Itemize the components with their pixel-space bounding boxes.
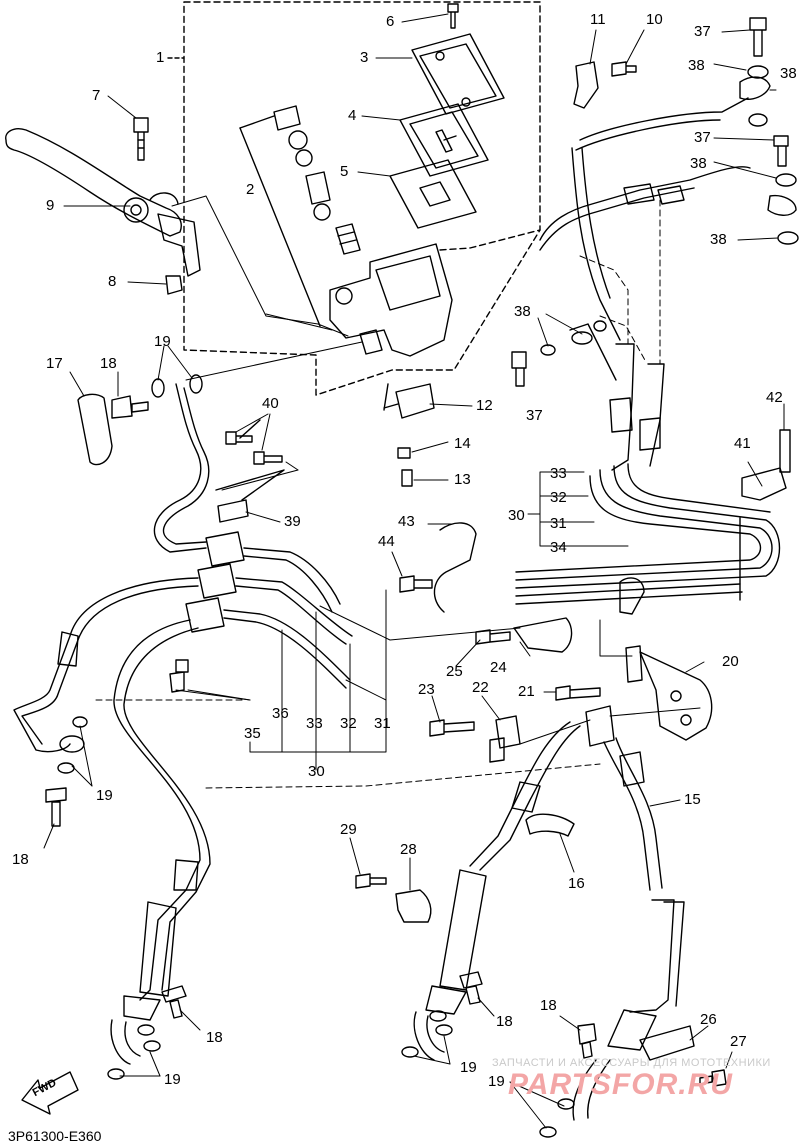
callout-22: 22 (472, 679, 489, 696)
callout-18-right: 18 (540, 997, 557, 1014)
clamp-43 (433, 522, 477, 613)
diaphragm (389, 159, 477, 229)
callout-19-caliper-left: 19 (164, 1071, 181, 1088)
callout-37-mid: 37 (694, 129, 711, 146)
master-cylinder-body (329, 243, 453, 357)
callout-19-top: 19 (154, 333, 171, 350)
callout-20: 20 (722, 653, 739, 670)
callout-14: 14 (454, 435, 471, 452)
callout-33-right: 33 (550, 465, 567, 482)
callout-37-low: 37 (526, 407, 543, 424)
bracket-20 (639, 651, 713, 741)
callout-21: 21 (518, 683, 535, 700)
callout-8: 8 (108, 273, 117, 290)
callout-19-right: 19 (488, 1073, 505, 1090)
callout-32-right: 32 (550, 489, 567, 506)
callout-9: 9 (46, 197, 55, 214)
callout-10: 10 (646, 11, 663, 28)
callout-38-d: 38 (710, 231, 727, 248)
bracket-11 (573, 61, 599, 109)
callout-4: 4 (348, 107, 357, 124)
watermark-caption: ЗАПЧАСТИ И АКСЕССУАРЫ ДЛЯ МОТОТЕХНИКИ (492, 1057, 771, 1069)
callout-31-right: 31 (550, 515, 567, 532)
callout-19-middle: 19 (460, 1059, 477, 1076)
callout-41: 41 (734, 435, 751, 452)
bracket-39 (217, 499, 249, 523)
callout-36: 36 (272, 705, 289, 722)
callout-40: 40 (262, 395, 279, 412)
callout-18-left: 18 (12, 851, 29, 868)
callout-19-left: 19 (96, 787, 113, 804)
callout-11: 11 (590, 11, 606, 28)
reservoir-cap (411, 33, 505, 115)
master-cylinder-group-outline (183, 1, 541, 396)
callout-43: 43 (398, 513, 415, 530)
callout-44: 44 (378, 533, 395, 550)
hose-15 (603, 741, 651, 891)
callout-6: 6 (386, 13, 395, 30)
diagram-code: 3P61300-E360 (8, 1128, 102, 1144)
piston-kit (273, 105, 361, 255)
hose-left-caliper (113, 619, 201, 1001)
callout-24: 24 (490, 659, 507, 676)
callout-37-top: 37 (694, 23, 711, 40)
leader-lines (43, 13, 785, 1129)
callout-1: 1 (156, 49, 165, 66)
callout-18-caliper-left: 18 (206, 1029, 223, 1046)
callout-2: 2 (246, 181, 255, 198)
brake-pipe-bundle (515, 469, 773, 581)
callout-29: 29 (340, 821, 357, 838)
callout-3: 3 (360, 49, 369, 66)
watermark-logo: PARTSFOR.RU (508, 1068, 733, 1101)
callout-33-lower: 33 (306, 715, 323, 732)
fwd-arrow-icon (21, 1071, 79, 1115)
callout-42: 42 (766, 389, 783, 406)
callout-23: 23 (418, 681, 435, 698)
clip-22 (495, 715, 521, 749)
callout-28: 28 (400, 841, 417, 858)
callout-38-c: 38 (690, 155, 707, 172)
callout-18-top: 18 (100, 355, 117, 372)
callout-30-right: 30 (508, 507, 525, 524)
callout-35: 35 (244, 725, 261, 742)
callout-38-b: 38 (780, 65, 797, 82)
callout-15: 15 (684, 791, 701, 808)
callout-13: 13 (454, 471, 471, 488)
hose-upper-right (539, 166, 751, 241)
clamp-16 (525, 813, 575, 837)
brake-lever (5, 128, 182, 237)
callout-12: 12 (476, 397, 493, 414)
callout-18-middle: 18 (496, 1013, 513, 1030)
brake-switch (395, 383, 435, 419)
callout-30-lower: 30 (308, 763, 325, 780)
callout-25: 25 (446, 663, 463, 680)
callout-39: 39 (284, 513, 301, 530)
callout-26: 26 (700, 1011, 717, 1028)
callout-38-a: 38 (688, 57, 705, 74)
lever-bolt (133, 117, 149, 161)
callout-34: 34 (550, 539, 567, 556)
callout-32-lower: 32 (340, 715, 357, 732)
cap-plate (399, 103, 489, 177)
hose-left-lower (13, 577, 199, 753)
holder-24 (513, 617, 573, 653)
callout-17: 17 (46, 355, 63, 372)
callout-27: 27 (730, 1033, 747, 1050)
brake-line-upper (153, 383, 207, 553)
callout-38-e: 38 (514, 303, 531, 320)
callout-16: 16 (568, 875, 585, 892)
callout-31-lower: 31 (374, 715, 391, 732)
callout-5: 5 (340, 163, 349, 180)
lever-nut (165, 275, 183, 295)
hose-17-fitting (77, 393, 113, 466)
cap-screw (447, 3, 459, 29)
callout-7: 7 (92, 87, 101, 104)
